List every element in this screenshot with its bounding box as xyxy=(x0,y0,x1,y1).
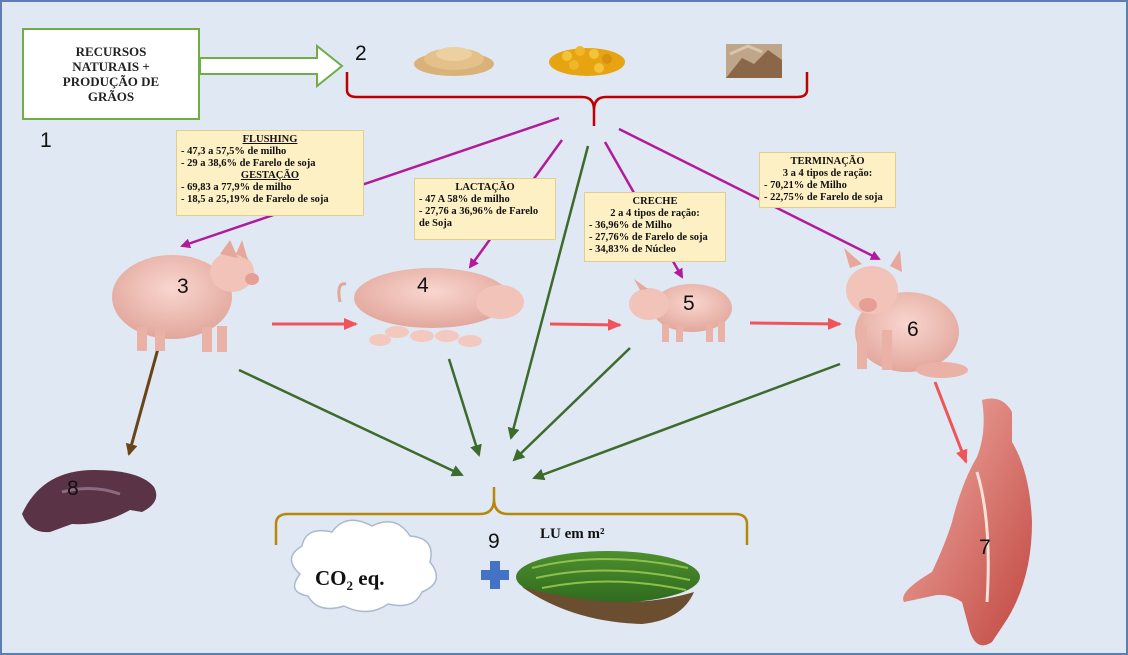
emission-arrow-4 xyxy=(449,359,479,455)
nursery-box: CRECHE 2 a 4 tipos de ração: - 36,96% de… xyxy=(584,192,726,262)
resources-line-1: RECURSOS xyxy=(63,44,159,59)
resources-line-2: NATURAIS + xyxy=(63,59,159,74)
lactating-sow-image xyxy=(339,268,524,347)
label-9: 9 xyxy=(488,530,500,554)
label-7: 7 xyxy=(979,536,991,560)
label-5: 5 xyxy=(683,292,695,316)
label-1: 1 xyxy=(40,129,52,153)
lactation-line-3: de Soja xyxy=(419,218,551,230)
lactation-line-1: - 47 A 58% de milho xyxy=(419,194,551,206)
label-3: 3 xyxy=(177,275,189,299)
finishing-subtitle: 3 a 4 tipos de ração: xyxy=(764,168,891,180)
emission-arrow-3 xyxy=(239,370,462,475)
land-use-field-image xyxy=(516,551,700,624)
finishing-line-2: - 22,75% de Farelo de soja xyxy=(764,192,891,204)
resources-line-4: GRÃOS xyxy=(63,89,159,104)
emission-arrow-6 xyxy=(534,364,840,478)
finishing-title: TERMINAÇÃO xyxy=(764,156,891,168)
co2-text: CO xyxy=(315,566,347,590)
label-8: 8 xyxy=(67,477,79,501)
lactation-line-2: - 27,76 a 36,96% de Farelo xyxy=(419,206,551,218)
co2-label: CO2 eq. xyxy=(315,566,385,594)
pork-carcass-image xyxy=(903,399,1032,646)
gestation-title: GESTAÇÃO xyxy=(181,170,359,182)
finishing-box: TERMINAÇÃO 3 a 4 tipos de ração: - 70,21… xyxy=(759,152,896,208)
flushing-line-2: - 29 a 38,6% de Farelo de soja xyxy=(181,158,359,170)
resources-arrow xyxy=(200,46,342,86)
co2-suffix: eq. xyxy=(353,566,385,590)
flow-arrow-6-7 xyxy=(935,382,966,462)
gestation-line-1: - 69,83 a 77,9% de milho xyxy=(181,182,359,194)
label-4: 4 xyxy=(417,274,429,298)
nursery-line-2: - 27,76% de Farelo de soja xyxy=(589,232,721,244)
finishing-pig-image xyxy=(844,248,968,378)
nursery-line-1: - 36,96% de Milho xyxy=(589,220,721,232)
gestation-line-2: - 18,5 a 25,19% de Farelo de soja xyxy=(181,194,359,206)
label-6: 6 xyxy=(907,318,919,342)
flushing-title: FLUSHING xyxy=(181,134,359,146)
corn-grains-image xyxy=(549,46,625,76)
piglet-image xyxy=(629,279,732,342)
flushing-gestation-box: FLUSHING - 47,3 a 57,5% de milho - 29 a … xyxy=(176,130,364,216)
resources-line-3: PRODUÇÃO DE xyxy=(63,74,159,89)
nursery-subtitle: 2 a 4 tipos de ração: xyxy=(589,208,721,220)
stillborn-piglet-image xyxy=(22,470,156,532)
finishing-line-1: - 70,21% de Milho xyxy=(764,180,891,192)
flushing-line-1: - 47,3 a 57,5% de milho xyxy=(181,146,359,158)
lactation-box: LACTAÇÃO - 47 A 58% de milho - 27,76 a 3… xyxy=(414,178,556,240)
plus-icon xyxy=(481,561,509,589)
land-use-label: LU em m² xyxy=(540,526,604,543)
flow-arrow-3-8 xyxy=(129,345,159,454)
label-2: 2 xyxy=(355,42,367,66)
nursery-line-3: - 34,83% de Núcleo xyxy=(589,244,721,256)
flow-arrow-4-5 xyxy=(550,324,620,325)
grain-meal-image xyxy=(414,47,494,76)
lactation-title: LACTAÇÃO xyxy=(419,182,551,194)
feed-bracket xyxy=(347,72,807,126)
nursery-title: CRECHE xyxy=(589,196,721,208)
soybean-meal-image xyxy=(726,44,782,78)
flow-arrow-5-6 xyxy=(750,323,840,324)
natural-resources-box: RECURSOS NATURAIS + PRODUÇÃO DE GRÃOS xyxy=(22,28,200,120)
